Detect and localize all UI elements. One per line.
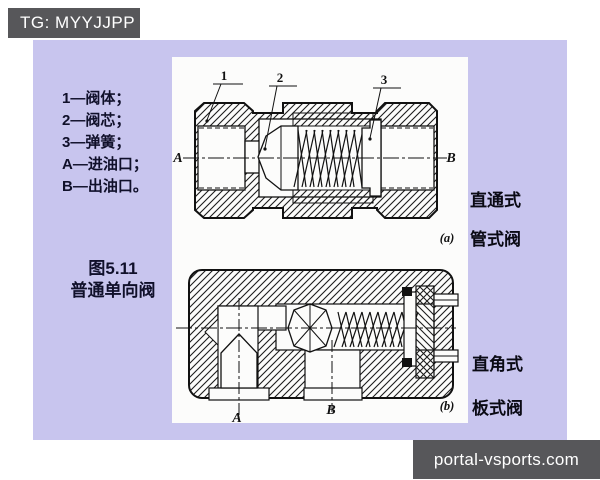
- valve-b-type-line2: 板式阀: [472, 399, 523, 418]
- figure-number: 图5.11: [88, 259, 138, 278]
- part-label-2: 2: [277, 70, 284, 85]
- site-watermark-text: portal-vsports.com: [433, 450, 580, 469]
- port-label-a-out: B: [445, 151, 455, 166]
- figure-title: 普通单向阀: [70, 281, 156, 300]
- leader-dot-2: [263, 147, 267, 151]
- valve-a-type-line1: 直通式: [470, 191, 521, 210]
- leader-dot-3: [368, 137, 372, 141]
- tg-watermark-banner: TG: MYYJJPP: [8, 8, 140, 38]
- valve-b-seal-top: [402, 287, 412, 296]
- sublabel-a: (a): [440, 231, 455, 245]
- valve-a-type-line2: 管式阀: [470, 230, 521, 249]
- valve-a-type-labels: 直通式 管式阀: [470, 186, 521, 250]
- port-label-b-out: B: [325, 403, 335, 418]
- valve-b-type-labels: 直角式 板式阀: [472, 350, 523, 419]
- valve-b-wall-notch: [204, 317, 219, 347]
- part-label-3: 3: [381, 72, 388, 87]
- legend-item-outlet-port: B—出油口。: [62, 178, 148, 195]
- port-label-a-in: A: [172, 151, 182, 166]
- valve-b-plug-cap: [415, 285, 435, 379]
- figure-caption: 图5.11 普通单向阀: [43, 258, 183, 302]
- leader-dot-1: [205, 119, 209, 123]
- valve-b-pad-b: [303, 387, 363, 401]
- check-valve-diagram: 1 2 3 A B (a): [172, 68, 459, 423]
- legend-item-inlet-port: A—进油口；: [62, 156, 148, 173]
- valve-a-sleeve-top: [292, 112, 374, 127]
- slot-lines-b: [434, 299, 458, 357]
- leader-lines-a: [206, 83, 401, 149]
- parts-legend: 1—阀体； 2—阀芯； 3—弹簧； A—进油口； B—出油口。: [62, 88, 148, 198]
- sublabel-b: (b): [440, 399, 455, 413]
- part-label-1: 1: [221, 68, 228, 83]
- legend-item-valve-core: 2—阀芯；: [62, 112, 131, 129]
- tg-watermark-text: TG: MYYJJPP: [20, 13, 136, 32]
- legend-item-valve-body: 1—阀体；: [62, 90, 131, 107]
- legend-item-spring: 3—弹簧；: [62, 134, 131, 151]
- site-watermark: portal-vsports.com: [413, 440, 600, 479]
- drawing-canvas: 1 2 3 A B (a): [172, 57, 468, 423]
- figure-a-straight-valve: 1 2 3 A B (a): [172, 68, 455, 245]
- valve-b-retainer: [403, 291, 417, 367]
- valve-b-type-line1: 直角式: [472, 355, 523, 374]
- figure-b-right-angle-valve: A B (b): [176, 269, 459, 423]
- valve-a-sleeve-bottom: [292, 189, 374, 204]
- port-label-b-in: A: [231, 411, 241, 423]
- valve-b-seal-bottom: [402, 358, 412, 367]
